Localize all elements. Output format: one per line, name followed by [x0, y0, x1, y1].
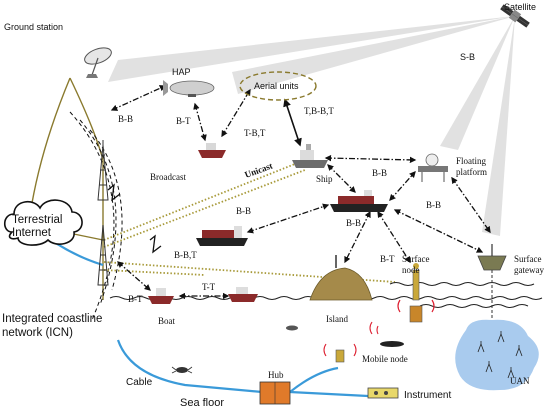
hub-icon: [259, 381, 291, 405]
ground-station-icon: [84, 47, 112, 78]
label-b-b-platform-gw: B-B: [426, 200, 441, 210]
label-s-b: S-B: [460, 52, 475, 62]
label-sea-floor: Sea floor: [180, 397, 224, 409]
label-surface-node-line: node: [402, 265, 420, 275]
label-broadcast: Broadcast: [150, 172, 186, 182]
label-t-b-b-t: T,B-B,T: [304, 106, 334, 116]
label-instrument: Instrument: [404, 390, 451, 401]
mobile-node-icon: [369, 321, 404, 347]
label-uan: UAN: [510, 376, 530, 386]
label-t-t: T-T: [202, 282, 216, 292]
label-hub: Hub: [268, 370, 284, 380]
surface-node-icon: [397, 263, 435, 323]
label-floating-platform-line: Floating: [456, 156, 487, 166]
solid-link: [283, 98, 302, 147]
label-b-b-ship-platform: B-B: [372, 168, 387, 178]
label-icn-line: Integrated coastline: [2, 313, 102, 325]
satellite-icon: [500, 4, 530, 28]
label-icn-line: network (ICN): [2, 327, 73, 339]
crab-icon: [171, 366, 193, 374]
label-satellite: Satellite: [504, 2, 536, 12]
label-ship: Ship: [316, 174, 333, 184]
label-surface-node-line: Surface: [402, 254, 429, 264]
comm-links: [110, 85, 491, 300]
backbone-links: [29, 77, 104, 300]
island-icon: [309, 255, 373, 301]
label-island: Island: [326, 314, 348, 324]
boat-icon: [148, 288, 174, 304]
aerial-units-ellipse: [239, 71, 317, 101]
label-mobile-node: Mobile node: [362, 354, 408, 364]
label-b-t-center: B-T: [380, 254, 395, 264]
label-surface-gateway-line: gateway: [514, 265, 544, 275]
seabed-beacon-icon: [323, 343, 357, 363]
label-ground-station: Ground station: [4, 22, 63, 32]
tower-icon-lower: [97, 224, 109, 286]
label-b-t-hap: B-T: [176, 116, 191, 126]
label-floating-platform-line: platform: [456, 167, 487, 177]
label-t-b-t-hap: T-B,T: [244, 128, 266, 138]
broadcast-arcs: [69, 111, 123, 321]
label-b-b-ship2: B-B: [346, 218, 361, 228]
label-b-b-t-boat: B-B,T: [174, 250, 197, 260]
boat-icon-2: [228, 287, 258, 302]
instrument-icon: [367, 387, 399, 399]
small-vessel-icon: [198, 143, 226, 158]
label-cable: Cable: [126, 377, 153, 388]
label-b-b-mid: B-B: [236, 206, 251, 216]
label-b-t-left: B-T: [128, 294, 143, 304]
floating-platform-icon: [418, 153, 448, 182]
label-b-b-left: B-B: [118, 114, 133, 124]
uan-blob: [455, 319, 539, 391]
cargo-ship-icon: [330, 190, 388, 212]
cargo-ship-left-icon: [196, 226, 248, 246]
unicast-beams: [103, 159, 396, 283]
fish-icon: [286, 325, 298, 331]
satellite-beams: [108, 16, 515, 236]
label-unicast: Unicast: [243, 161, 274, 180]
ship-icon: [292, 144, 328, 168]
label-icn: Integrated coastline network (ICN): [2, 313, 102, 339]
label-boat: Boat: [158, 316, 175, 326]
terrestrial-internet-cloud: [3, 199, 83, 246]
surface-gateway-icon: [477, 244, 507, 322]
label-terrestrial-internet-line: Terrestrial: [12, 214, 62, 226]
label-aerial-units: Aerial units: [254, 81, 299, 91]
label-terrestrial-internet-line: Internet: [12, 227, 52, 239]
label-hap: HAP: [172, 67, 191, 77]
tower-icon-upper: [97, 140, 109, 201]
hap-blimp-icon: [163, 80, 215, 97]
label-surface-gateway-line: Surface: [514, 254, 541, 264]
